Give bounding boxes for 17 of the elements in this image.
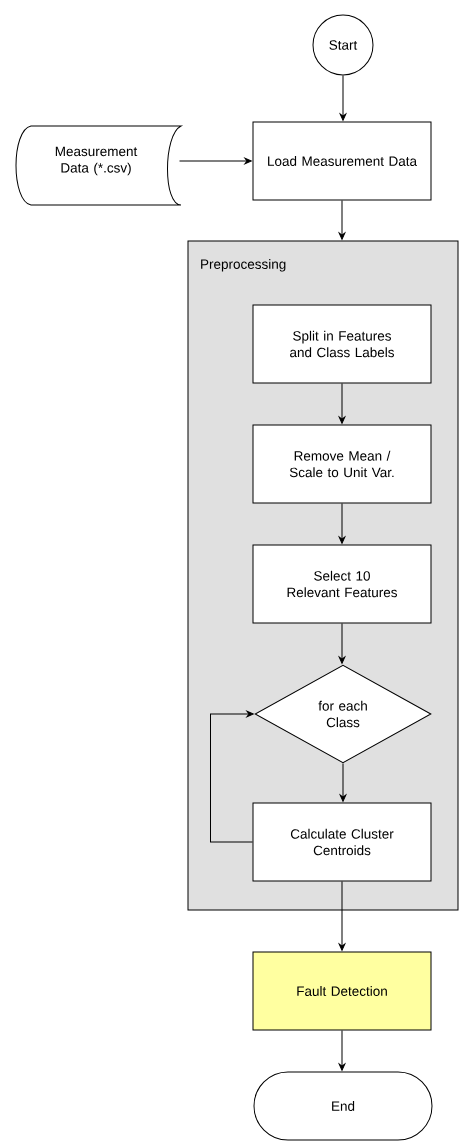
process-box: Fault Detection [252,951,432,1031]
process-box: Select 10 Relevant Features [252,544,432,624]
process-box: Load Measurement Data [252,121,432,201]
arrow [179,157,252,165]
process-box: Remove Mean / Scale to Unit Var. [252,424,432,504]
end-terminal: End [253,1071,433,1141]
arrow [338,623,346,664]
arrow [339,763,347,802]
process-box: Calculate Cluster Centroids [252,802,432,882]
process-box: Split in Features and Class Labels [252,304,432,384]
arrow [338,1030,346,1071]
arrow [210,710,254,843]
arrow [338,383,346,424]
arrow [339,75,347,121]
arrow [338,503,346,544]
arrow [338,200,346,240]
arrow [338,881,346,951]
